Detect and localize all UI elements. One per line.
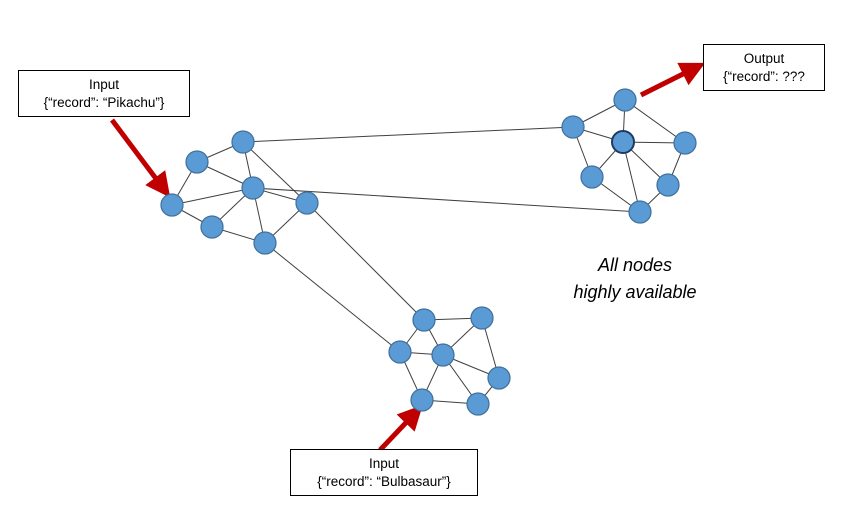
graph-node (561, 115, 585, 139)
input-bulbasaur-title: Input (368, 456, 400, 471)
cluster-link-edge (306, 202, 425, 321)
output-value: {“record”: ??? (723, 69, 805, 85)
graph-node (580, 165, 604, 189)
input-pikachu-box: Input {“record”: “Pikachu”} (18, 70, 190, 118)
cluster-link-edge (252, 187, 641, 213)
graph-node (295, 191, 319, 215)
input-pikachu-title: Input (88, 77, 120, 92)
annotation-line1: All nodes (597, 255, 673, 275)
graph-node (241, 176, 265, 200)
graph-node (410, 388, 434, 412)
graph-node (185, 150, 209, 174)
red-arrow (110, 118, 171, 198)
cluster-edge (624, 99, 686, 144)
graph-node-highlighted (611, 130, 635, 154)
graph-node (470, 306, 494, 330)
availability-annotation: All nodes highly available (545, 252, 725, 306)
input-bulbasaur-box: Input {“record”: “Bulbasaur”} (290, 449, 478, 497)
graph-node (160, 193, 184, 217)
graph-node (253, 231, 277, 255)
cluster-edge (622, 141, 641, 213)
input-pikachu-value: {“record”: “Pikachu”} (43, 95, 165, 111)
cluster-link-edge (242, 126, 574, 143)
graph-node (656, 173, 680, 197)
graph-node (466, 392, 490, 416)
graph-node (613, 88, 637, 112)
nodes-layer (160, 88, 697, 416)
input-bulbasaur-value: {“record”: “Bulbasaur”} (317, 474, 451, 490)
red-arrow (639, 62, 706, 98)
graph-node (628, 200, 652, 224)
graph-node (673, 131, 697, 155)
cluster-edge (171, 187, 254, 206)
cluster-link-edge (264, 242, 401, 353)
arrows-layer (110, 62, 706, 452)
graph-node (487, 366, 511, 390)
graph-node (388, 340, 412, 364)
graph-node (412, 308, 436, 332)
output-title: Output (743, 51, 785, 66)
graph-node (231, 130, 255, 154)
cluster-edge (242, 141, 308, 204)
annotation-line2: highly available (573, 282, 697, 302)
graph-node (431, 343, 455, 367)
red-arrow (378, 404, 423, 452)
output-box: Output {“record”: ??? (703, 44, 825, 92)
graph-node (200, 215, 224, 239)
